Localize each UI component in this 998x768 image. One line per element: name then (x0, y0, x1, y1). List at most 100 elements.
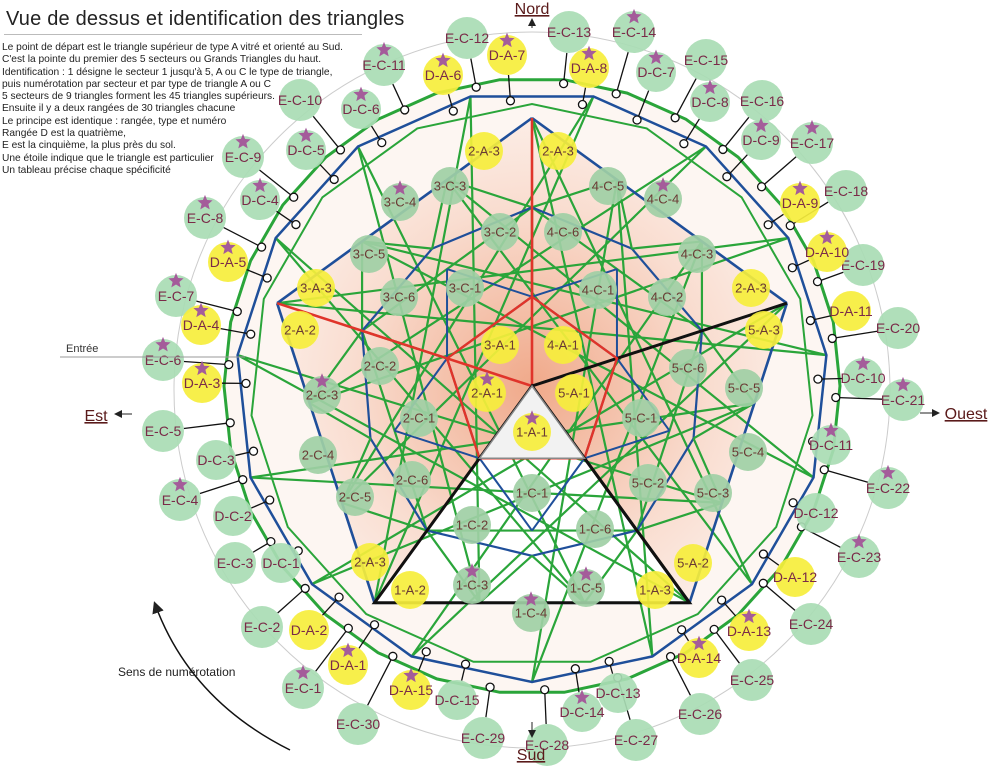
triangle-label-d-a-13[interactable]: D-A-13 (727, 608, 772, 651)
triangle-label-d-c-15[interactable]: D-C-15 (434, 680, 480, 720)
triangle-label-d-c-6[interactable]: D-C-6 (341, 86, 381, 129)
triangle-label-d-c-14[interactable]: D-C-14 (559, 689, 605, 732)
triangle-label-5-a-1[interactable]: 5-A-1 (555, 374, 593, 412)
triangle-label-e-c-20[interactable]: E-C-20 (876, 307, 921, 349)
triangle-label-d-a-12[interactable]: D-A-12 (773, 557, 818, 597)
triangle-label-d-c-11[interactable]: D-C-11 (809, 422, 853, 465)
triangle-label-2-c-6[interactable]: 2-C-6 (393, 461, 431, 499)
triangle-label-e-c-4[interactable]: E-C-4 (159, 476, 201, 521)
triangle-label-5-c-3[interactable]: 5-C-3 (694, 474, 732, 512)
triangle-label-e-c-8[interactable]: E-C-8 (184, 194, 226, 239)
triangle-label-d-c-7[interactable]: D-C-7 (636, 49, 676, 92)
triangle-label-3-c-4[interactable]: 3-C-4 (381, 180, 419, 221)
triangle-label-e-c-2[interactable]: E-C-2 (241, 606, 283, 648)
triangle-label-1-c-6[interactable]: 1-C-6 (576, 510, 614, 548)
triangle-label-d-c-9[interactable]: D-C-9 (741, 117, 781, 160)
triangle-label-d-c-4[interactable]: D-C-4 (240, 177, 280, 220)
triangle-label-e-c-25[interactable]: E-C-25 (730, 659, 775, 701)
triangle-label-1-c-3[interactable]: 1-C-3 (453, 563, 491, 604)
triangle-label-4-c-5[interactable]: 4-C-5 (589, 167, 627, 205)
triangle-label-1-c-1[interactable]: 1-C-1 (513, 474, 551, 512)
triangle-label-4-c-3[interactable]: 4-C-3 (678, 235, 716, 273)
triangle-label-d-a-5[interactable]: D-A-5 (208, 239, 248, 282)
triangle-label-e-c-13[interactable]: E-C-13 (547, 11, 592, 53)
triangle-label-3-c-6[interactable]: 3-C-6 (380, 278, 418, 316)
triangle-label-e-c-21[interactable]: E-C-21 (881, 376, 926, 421)
triangle-label-1-c-2[interactable]: 1-C-2 (453, 506, 491, 544)
triangle-label-e-c-26[interactable]: E-C-26 (678, 693, 723, 735)
triangle-label-d-a-4[interactable]: D-A-4 (181, 302, 221, 345)
triangle-label-5-c-2[interactable]: 5-C-2 (629, 464, 667, 502)
triangle-label-e-c-9[interactable]: E-C-9 (222, 133, 264, 178)
triangle-label-d-a-6[interactable]: D-A-6 (423, 52, 463, 95)
triangle-label-2-c-3[interactable]: 2-C-3 (303, 373, 341, 414)
triangle-label-e-c-30[interactable]: E-C-30 (336, 703, 381, 745)
triangle-label-5-c-5[interactable]: 5-C-5 (725, 369, 763, 407)
triangle-label-2-a-3[interactable]: 2-A-3 (351, 543, 389, 581)
triangle-label-5-a-3[interactable]: 5-A-3 (745, 311, 783, 349)
triangle-label-d-a-7[interactable]: D-A-7 (487, 32, 527, 75)
triangle-label-5-c-4[interactable]: 5-C-4 (729, 433, 767, 471)
triangle-label-e-c-1[interactable]: E-C-1 (282, 664, 324, 709)
triangle-label-d-a-11[interactable]: D-A-11 (829, 291, 873, 331)
triangle-label-d-a-3[interactable]: D-A-3 (182, 360, 222, 403)
triangle-label-2-a-3[interactable]: 2-A-3 (732, 269, 770, 307)
triangle-label-2-a-3[interactable]: 2-A-3 (539, 132, 577, 170)
triangle-label-3-a-1[interactable]: 3-A-1 (481, 326, 519, 364)
triangle-label-3-c-1[interactable]: 3-C-1 (446, 269, 484, 307)
triangle-label-2-c-4[interactable]: 2-C-4 (299, 436, 337, 474)
triangle-label-2-a-2[interactable]: 2-A-2 (281, 311, 319, 349)
triangle-label-1-a-1[interactable]: 1-A-1 (513, 410, 551, 451)
triangle-label-d-c-12[interactable]: D-C-12 (793, 493, 839, 533)
triangle-label-5-c-6[interactable]: 5-C-6 (669, 349, 707, 387)
triangle-label-d-c-3[interactable]: D-C-3 (196, 440, 236, 480)
triangle-label-3-c-3[interactable]: 3-C-3 (431, 167, 469, 205)
triangle-label-1-c-5[interactable]: 1-C-5 (567, 566, 605, 607)
triangle-label-d-c-5[interactable]: D-C-5 (286, 127, 326, 170)
triangle-label-e-c-24[interactable]: E-C-24 (789, 603, 834, 645)
triangle-label-e-c-7[interactable]: E-C-7 (155, 272, 197, 317)
triangle-label-d-a-14[interactable]: D-A-14 (677, 635, 722, 678)
triangle-label-e-c-22[interactable]: E-C-22 (866, 464, 911, 509)
triangle-label-2-c-1[interactable]: 2-C-1 (400, 399, 438, 437)
triangle-label-e-c-27[interactable]: E-C-27 (614, 719, 659, 761)
triangle-label-e-c-15[interactable]: E-C-15 (684, 39, 729, 81)
triangle-label-d-c-10[interactable]: D-C-10 (840, 355, 886, 398)
triangle-label-4-a-1[interactable]: 4-A-1 (544, 326, 582, 364)
triangle-label-e-c-28[interactable]: E-C-28 (525, 724, 570, 766)
triangle-label-d-a-10[interactable]: D-A-10 (805, 229, 850, 272)
triangle-label-4-c-4[interactable]: 4-C-4 (644, 177, 682, 218)
triangle-label-2-c-2[interactable]: 2-C-2 (361, 347, 399, 385)
triangle-label-e-c-16[interactable]: E-C-16 (740, 80, 785, 122)
triangle-label-2-c-5[interactable]: 2-C-5 (336, 478, 374, 516)
triangle-label-4-c-1[interactable]: 4-C-1 (579, 271, 617, 309)
triangle-label-e-c-11[interactable]: E-C-11 (362, 41, 406, 86)
triangle-label-e-c-23[interactable]: E-C-23 (837, 533, 882, 578)
triangle-label-e-c-5[interactable]: E-C-5 (142, 410, 184, 452)
triangle-label-d-a-1[interactable]: D-A-1 (328, 642, 368, 685)
triangle-label-d-c-2[interactable]: D-C-2 (213, 496, 253, 536)
triangle-label-2-a-1[interactable]: 2-A-1 (468, 371, 506, 412)
triangle-label-e-c-29[interactable]: E-C-29 (461, 717, 506, 759)
triangle-label-5-c-1[interactable]: 5-C-1 (622, 399, 660, 437)
triangle-label-5-a-2[interactable]: 5-A-2 (674, 544, 712, 582)
triangle-label-4-c-6[interactable]: 4-C-6 (544, 213, 582, 251)
triangle-label-e-c-3[interactable]: E-C-3 (214, 542, 256, 584)
triangle-label-d-a-8[interactable]: D-A-8 (569, 45, 609, 88)
triangle-label-d-c-1[interactable]: D-C-1 (261, 543, 301, 583)
triangle-label-3-a-3[interactable]: 3-A-3 (297, 269, 335, 307)
triangle-label-d-c-13[interactable]: D-C-13 (595, 673, 641, 713)
triangle-label-d-c-8[interactable]: D-C-8 (690, 79, 730, 122)
triangle-label-e-c-19[interactable]: E-C-19 (841, 244, 886, 286)
triangle-label-4-c-2[interactable]: 4-C-2 (648, 278, 686, 316)
triangle-label-e-c-17[interactable]: E-C-17 (790, 119, 835, 164)
triangle-label-1-a-2[interactable]: 1-A-2 (391, 571, 429, 609)
triangle-label-e-c-6[interactable]: E-C-6 (142, 336, 184, 381)
triangle-label-d-a-2[interactable]: D-A-2 (289, 610, 329, 650)
triangle-label-2-a-3[interactable]: 2-A-3 (465, 132, 503, 170)
triangle-label-e-c-12[interactable]: E-C-12 (445, 17, 490, 59)
triangle-label-3-c-2[interactable]: 3-C-2 (481, 213, 519, 251)
triangle-label-e-c-10[interactable]: E-C-10 (278, 79, 323, 121)
triangle-label-e-c-14[interactable]: E-C-14 (612, 8, 657, 53)
triangle-label-1-c-4[interactable]: 1-C-4 (512, 591, 550, 632)
